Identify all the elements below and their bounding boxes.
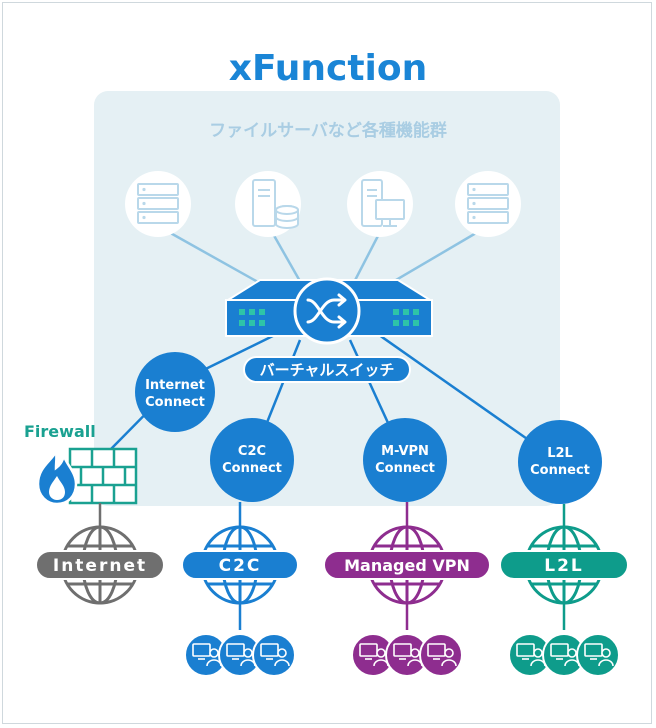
user-computer-icon bbox=[576, 633, 620, 677]
svg-text:Connect: Connect bbox=[145, 395, 205, 410]
rack-server-icon bbox=[455, 171, 521, 237]
network-label: C2C bbox=[219, 556, 262, 576]
svg-text:Connect: Connect bbox=[222, 461, 282, 476]
network-label-pill bbox=[181, 550, 299, 580]
firewall-icon bbox=[36, 447, 138, 506]
switch-label-pill bbox=[243, 356, 411, 383]
user-cluster-2 bbox=[351, 633, 463, 677]
firewall-label: Firewall bbox=[24, 422, 96, 441]
user-computer-icon bbox=[419, 633, 463, 677]
network-label: L2L bbox=[544, 556, 584, 576]
tower-server-database-icon bbox=[235, 171, 301, 237]
user-computer-icon bbox=[508, 633, 552, 677]
user-computer-icon bbox=[218, 633, 262, 677]
user-cluster-1 bbox=[184, 633, 296, 677]
network-globe-3: Managed VPN bbox=[323, 525, 491, 605]
switch-hub bbox=[293, 277, 361, 345]
tower-server-monitor-icon bbox=[347, 171, 413, 237]
connect-c2c: C2C Connect bbox=[210, 418, 294, 502]
function-area-label: ファイルサーバなど各種機能群 bbox=[209, 120, 447, 141]
svg-text:Connect: Connect bbox=[530, 463, 590, 478]
rack-server-icon bbox=[125, 171, 191, 237]
svg-text:Internet: Internet bbox=[145, 378, 205, 393]
network-globe-2: C2C bbox=[181, 525, 299, 605]
svg-text:L2L: L2L bbox=[547, 446, 573, 461]
svg-text:M-VPN: M-VPN bbox=[381, 444, 429, 459]
network-label: Managed VPN bbox=[344, 556, 470, 575]
svg-text:Connect: Connect bbox=[375, 461, 435, 476]
switch-ports-right bbox=[393, 309, 419, 326]
user-computer-icon bbox=[252, 633, 296, 677]
shuffle-icon bbox=[306, 293, 347, 329]
network-label-pill bbox=[499, 550, 629, 580]
network-label-pill bbox=[35, 550, 165, 580]
switch-ports-left bbox=[239, 309, 265, 326]
connect-l2l: L2L Connect bbox=[518, 420, 602, 504]
user-cluster-3 bbox=[508, 633, 620, 677]
connect-mvpn: M-VPN Connect bbox=[363, 418, 447, 502]
user-computer-icon bbox=[351, 633, 395, 677]
user-computer-icon bbox=[542, 633, 586, 677]
network-globe-1: Internet bbox=[35, 525, 165, 605]
svg-text:C2C: C2C bbox=[238, 444, 266, 459]
switch-label: バーチャルスイッチ bbox=[260, 361, 395, 379]
network-label: Internet bbox=[53, 556, 147, 576]
connect-internet: Internet Connect bbox=[135, 352, 215, 432]
virtual-switch bbox=[224, 277, 434, 345]
network-globe-4: L2L bbox=[499, 525, 629, 605]
diagram-title: xFunction bbox=[229, 48, 428, 89]
network-label-pill bbox=[323, 550, 491, 580]
